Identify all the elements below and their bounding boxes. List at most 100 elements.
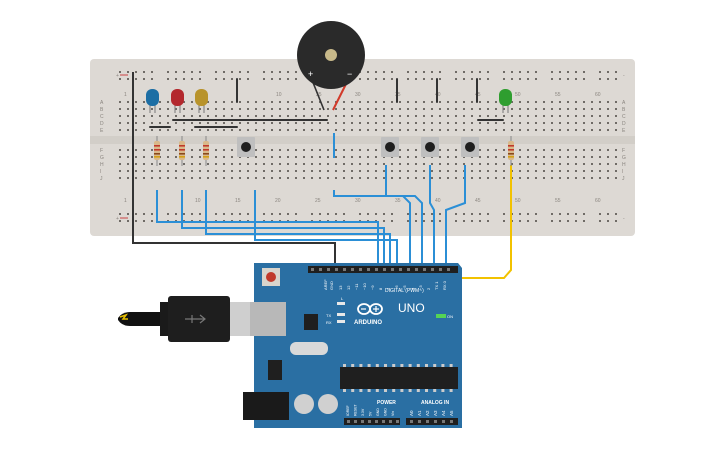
breadboard-hole bbox=[567, 149, 569, 151]
breadboard-hole bbox=[151, 156, 153, 158]
ground-wire[interactable] bbox=[132, 72, 336, 265]
breadboard-hole bbox=[343, 170, 345, 172]
breadboard-hole bbox=[407, 149, 409, 151]
breadboard-hole bbox=[271, 71, 273, 73]
breadboard[interactable]: + + - - 1 10 25 30 35 40 45 50 55 60 1 1… bbox=[90, 59, 635, 236]
breadboard-hole bbox=[239, 170, 241, 172]
breadboard-hole bbox=[423, 108, 425, 110]
breadboard-hole bbox=[447, 101, 449, 103]
breadboard-hole bbox=[439, 101, 441, 103]
col-number: 1 bbox=[124, 92, 127, 98]
breadboard-hole bbox=[191, 78, 193, 80]
breadboard-hole bbox=[311, 163, 313, 165]
breadboard-hole bbox=[415, 163, 417, 165]
buzzer[interactable]: + − bbox=[297, 21, 365, 111]
resistor[interactable] bbox=[203, 136, 209, 166]
row-letter: I bbox=[100, 169, 101, 175]
led-green[interactable] bbox=[499, 89, 512, 113]
breadboard-hole bbox=[375, 101, 377, 103]
breadboard-hole bbox=[319, 115, 321, 117]
breadboard-hole bbox=[287, 71, 289, 73]
breadboard-hole bbox=[367, 115, 369, 117]
breadboard-hole bbox=[519, 108, 521, 110]
breadboard-hole bbox=[127, 108, 129, 110]
breadboard-hole bbox=[247, 78, 249, 80]
breadboard-hole bbox=[543, 177, 545, 179]
breadboard-hole bbox=[127, 213, 129, 215]
breadboard-hole bbox=[487, 177, 489, 179]
pushbutton[interactable] bbox=[381, 137, 399, 157]
breadboard-hole bbox=[287, 170, 289, 172]
breadboard-hole bbox=[599, 115, 601, 117]
breadboard-hole bbox=[407, 115, 409, 117]
breadboard-hole bbox=[479, 177, 481, 179]
row-letter: C bbox=[622, 114, 626, 120]
breadboard-hole bbox=[431, 108, 433, 110]
breadboard-hole bbox=[343, 163, 345, 165]
breadboard-hole bbox=[119, 220, 121, 222]
breadboard-hole bbox=[127, 170, 129, 172]
led-blue[interactable] bbox=[146, 89, 159, 113]
breadboard-hole bbox=[431, 129, 433, 131]
l-label: L bbox=[341, 296, 344, 301]
signal-wires[interactable] bbox=[156, 133, 466, 268]
breadboard-hole bbox=[575, 149, 577, 151]
breadboard-hole bbox=[303, 129, 305, 131]
pushbutton[interactable] bbox=[461, 137, 479, 157]
breadboard-hole bbox=[287, 108, 289, 110]
breadboard-hole bbox=[167, 149, 169, 151]
breadboard-hole bbox=[239, 129, 241, 131]
pushbutton[interactable] bbox=[237, 137, 255, 157]
breadboard-hole bbox=[287, 122, 289, 124]
pushbuttons[interactable] bbox=[237, 137, 479, 157]
breadboard-hole bbox=[607, 71, 609, 73]
breadboard-hole bbox=[535, 115, 537, 117]
breadboard-hole bbox=[383, 170, 385, 172]
breadboard-hole bbox=[367, 177, 369, 179]
pushbutton[interactable] bbox=[421, 137, 439, 157]
reset-button[interactable] bbox=[266, 272, 276, 282]
row-letter: D bbox=[100, 121, 104, 127]
breadboard-hole bbox=[183, 101, 185, 103]
breadboard-hole bbox=[207, 170, 209, 172]
breadboard-hole bbox=[287, 78, 289, 80]
breadboard-hole bbox=[279, 177, 281, 179]
breadboard-hole bbox=[463, 115, 465, 117]
breadboard-hole bbox=[575, 220, 577, 222]
breadboard-hole bbox=[215, 177, 217, 179]
breadboard-hole bbox=[319, 129, 321, 131]
resistor[interactable] bbox=[154, 136, 160, 166]
led-red[interactable] bbox=[171, 89, 184, 113]
breadboard-hole bbox=[479, 129, 481, 131]
breadboard-hole bbox=[431, 213, 433, 215]
breadboard-hole bbox=[391, 78, 393, 80]
resistor[interactable] bbox=[508, 136, 514, 166]
breadboard-hole bbox=[575, 122, 577, 124]
breadboard-hole bbox=[455, 163, 457, 165]
usb-cable[interactable] bbox=[118, 296, 260, 342]
breadboard-hole bbox=[383, 213, 385, 215]
breadboard-hole bbox=[407, 213, 409, 215]
breadboard-hole bbox=[343, 101, 345, 103]
breadboard-hole bbox=[463, 122, 465, 124]
breadboard-hole bbox=[367, 122, 369, 124]
led-yellow[interactable] bbox=[195, 89, 208, 113]
breadboard-hole bbox=[143, 71, 145, 73]
col-number: 60 bbox=[595, 92, 601, 98]
breadboard-hole bbox=[543, 170, 545, 172]
breadboard-hole bbox=[303, 156, 305, 158]
row-letter: G bbox=[622, 155, 626, 161]
breadboard-hole bbox=[295, 108, 297, 110]
pin-label: ~11 bbox=[354, 283, 359, 290]
buzzer-minus-label: − bbox=[347, 69, 352, 79]
breadboard-hole bbox=[415, 108, 417, 110]
breadboard-hole bbox=[495, 115, 497, 117]
resistor[interactable] bbox=[179, 136, 185, 166]
chip-small bbox=[304, 314, 318, 330]
breadboard-body bbox=[90, 59, 635, 236]
breadboard-hole bbox=[519, 101, 521, 103]
breadboard-hole bbox=[319, 122, 321, 124]
breadboard-hole bbox=[351, 129, 353, 131]
pin-label: TX 1 bbox=[434, 281, 439, 290]
